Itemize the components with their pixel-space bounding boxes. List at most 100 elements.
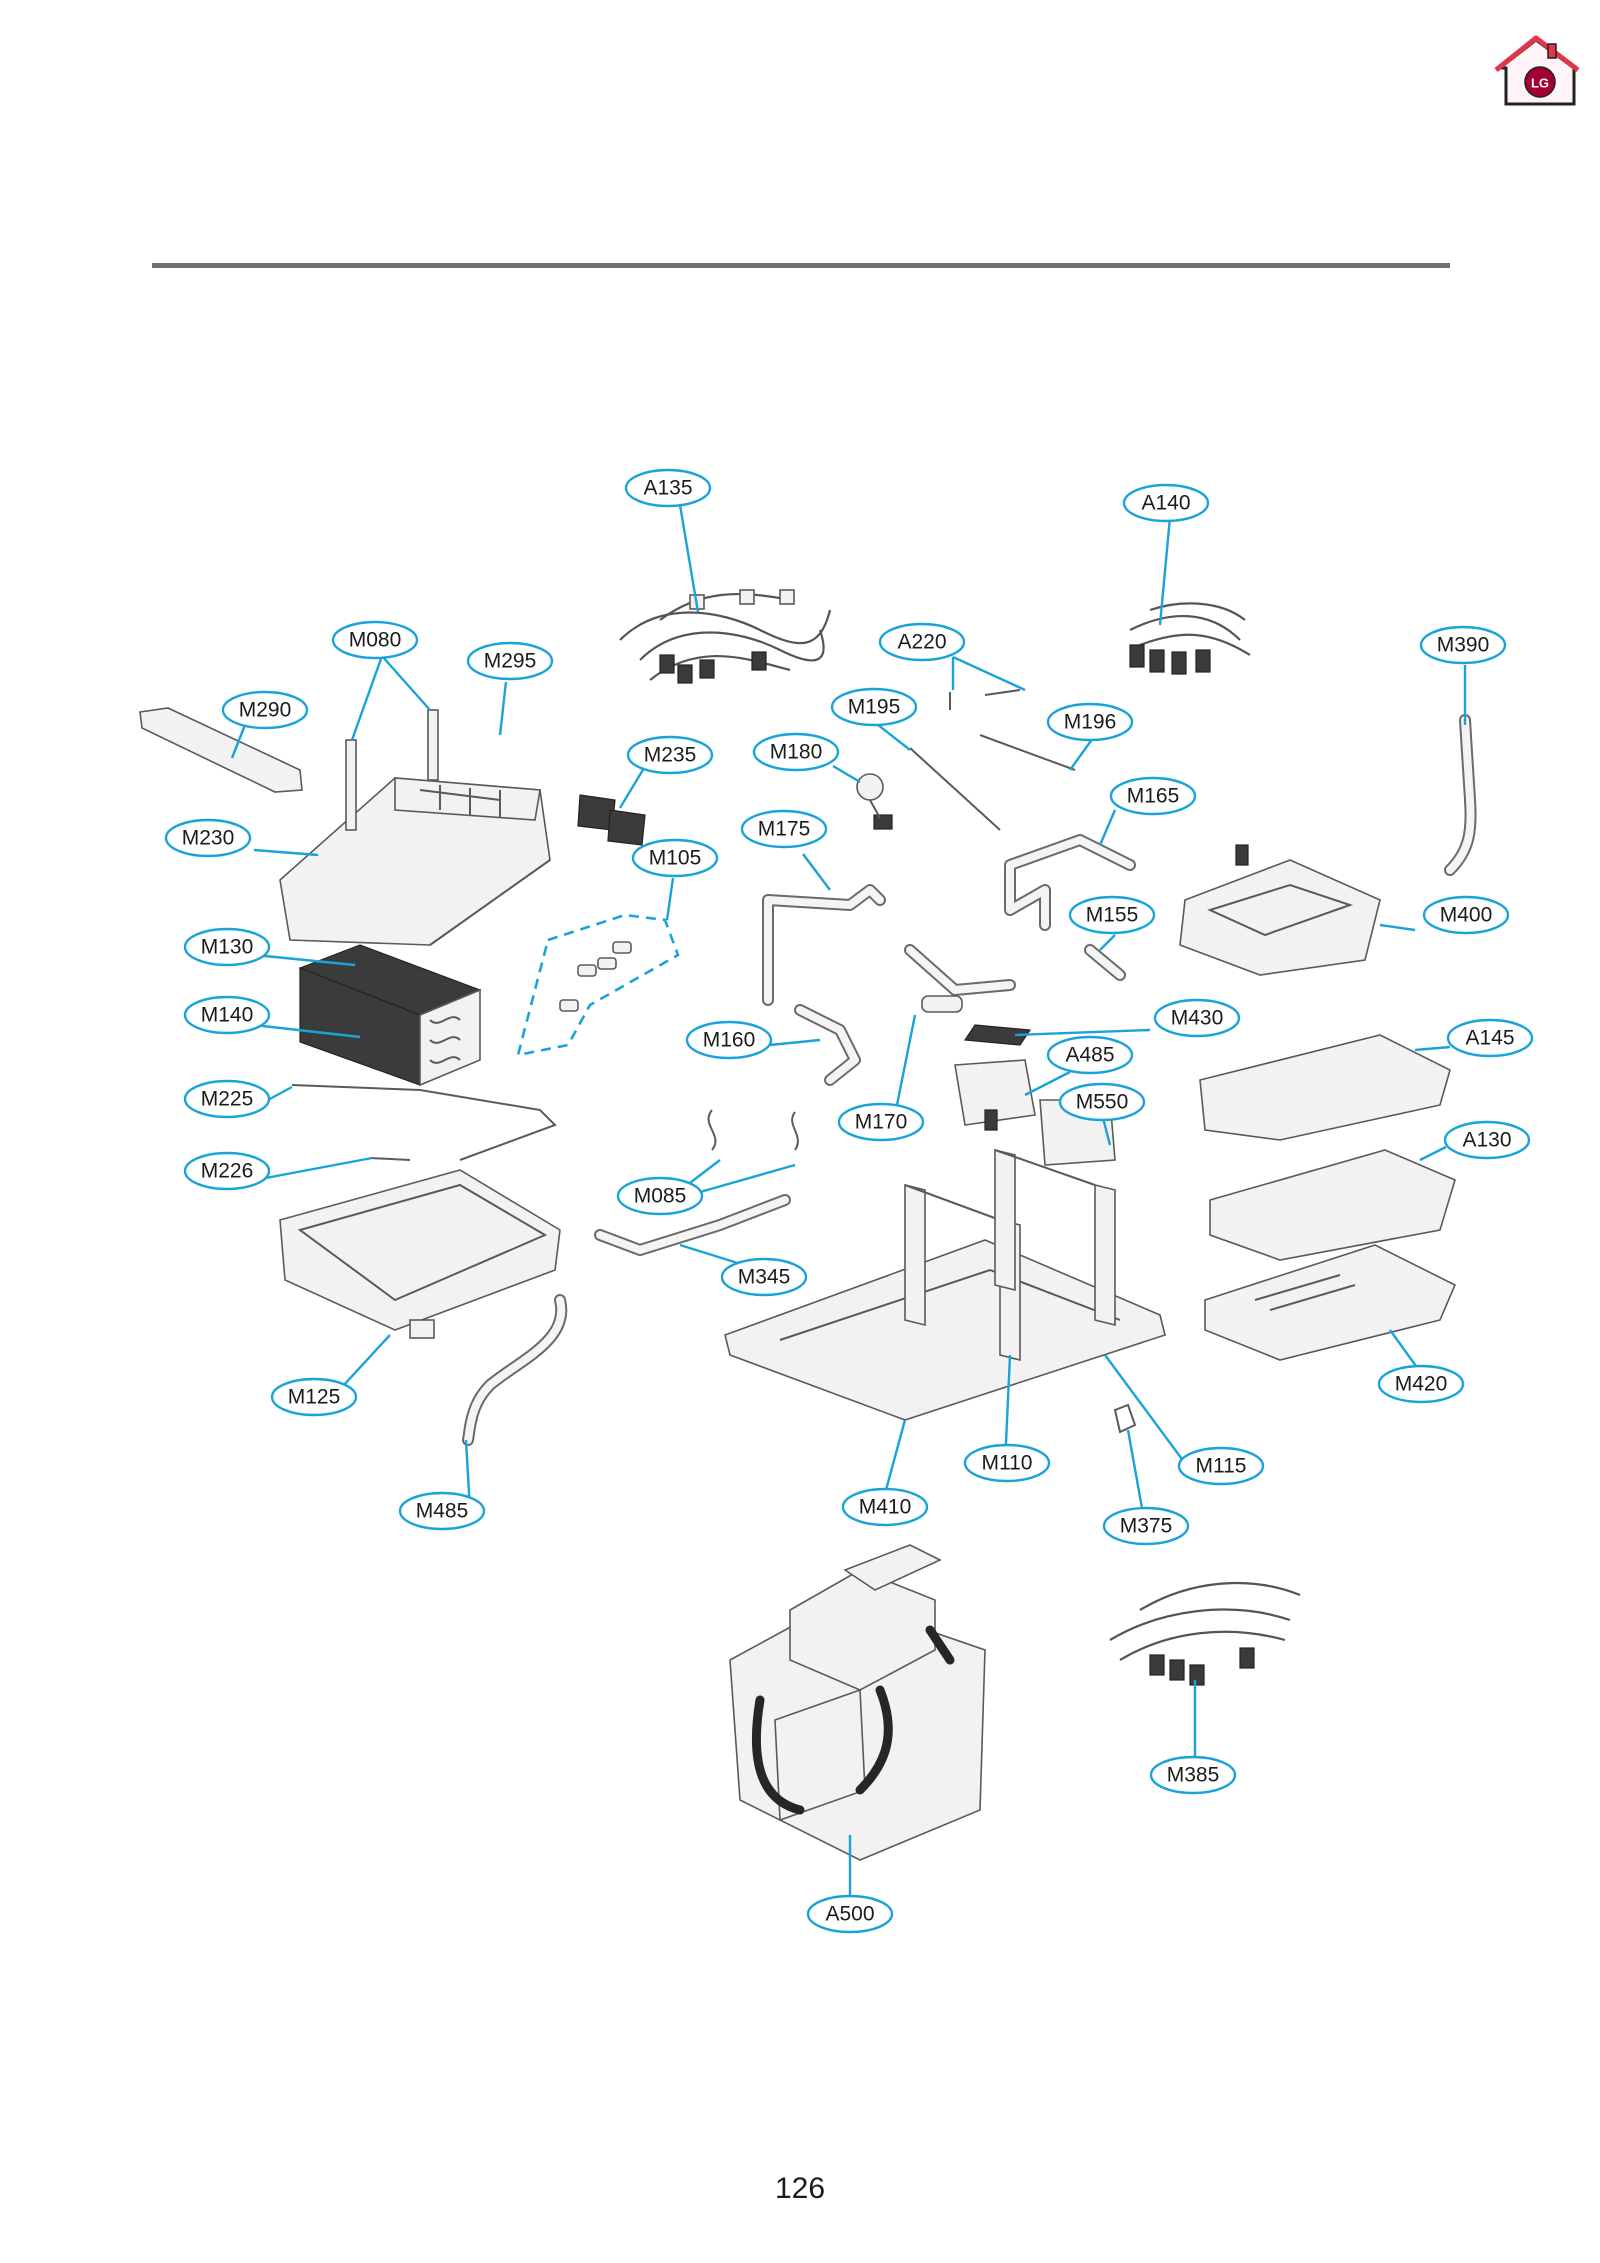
pcb-box-a130 bbox=[1209, 1149, 1456, 1261]
callout-m420: M420 bbox=[1377, 1364, 1465, 1404]
callout-m430: M430 bbox=[1153, 998, 1241, 1038]
frame-post-m115 bbox=[994, 1148, 1116, 1327]
svg-text:M290: M290 bbox=[239, 699, 292, 722]
callout-m290: M290 bbox=[221, 690, 309, 730]
callout-m105: M105 bbox=[631, 838, 719, 878]
callout-m165: M165 bbox=[1109, 776, 1197, 816]
sensor-m195 bbox=[909, 747, 1001, 831]
callout-m125: M125 bbox=[270, 1377, 358, 1417]
svg-text:M430: M430 bbox=[1171, 1007, 1224, 1030]
callout-m345: M345 bbox=[720, 1257, 808, 1297]
callout-m410: M410 bbox=[841, 1487, 929, 1527]
svg-text:A485: A485 bbox=[1065, 1044, 1114, 1067]
svg-text:M400: M400 bbox=[1440, 904, 1493, 927]
callout-m155: M155 bbox=[1068, 895, 1156, 935]
parts-illustration bbox=[139, 589, 1477, 1861]
sensor-m196 bbox=[979, 734, 1076, 771]
cover-a145 bbox=[1199, 1034, 1451, 1141]
svg-text:M385: M385 bbox=[1167, 1764, 1220, 1787]
svg-text:A135: A135 bbox=[643, 477, 692, 500]
tube-m226 bbox=[369, 1157, 411, 1161]
callout-m390: M390 bbox=[1419, 625, 1507, 665]
svg-text:M160: M160 bbox=[703, 1029, 756, 1052]
page-number: 126 bbox=[774, 2172, 826, 2205]
svg-text:M295: M295 bbox=[484, 650, 537, 673]
tube-m225 bbox=[291, 1084, 557, 1161]
svg-text:M130: M130 bbox=[201, 936, 254, 959]
callout-a135: A135 bbox=[624, 468, 712, 508]
wire-harness-m385 bbox=[1109, 1581, 1301, 1686]
svg-text:A140: A140 bbox=[1141, 492, 1190, 515]
callout-m170: M170 bbox=[837, 1102, 925, 1142]
callout-a485: A485 bbox=[1046, 1035, 1134, 1075]
callout-m195: M195 bbox=[830, 687, 918, 727]
pipe-m170 bbox=[904, 944, 1016, 1013]
svg-text:M390: M390 bbox=[1437, 634, 1490, 657]
svg-text:M180: M180 bbox=[770, 741, 823, 764]
callout-m115: M115 bbox=[1177, 1446, 1265, 1486]
hose-m390 bbox=[1444, 714, 1477, 876]
assembly-a500 bbox=[729, 1544, 986, 1861]
pipe-m175 bbox=[762, 884, 886, 1006]
callout-m230: M230 bbox=[164, 818, 252, 858]
sensor-a220 bbox=[949, 689, 1021, 710]
svg-text:M110: M110 bbox=[982, 1452, 1033, 1475]
lg-logo-text: LG bbox=[1531, 76, 1549, 91]
svg-text:A130: A130 bbox=[1462, 1129, 1511, 1152]
callout-m400: M400 bbox=[1422, 895, 1510, 935]
svg-text:M170: M170 bbox=[855, 1111, 908, 1134]
callout-m175: M175 bbox=[740, 809, 828, 849]
valve-m180 bbox=[856, 773, 893, 830]
callout-m160: M160 bbox=[685, 1020, 773, 1060]
callout-m130: M130 bbox=[183, 927, 271, 967]
drain-hose-m485 bbox=[462, 1294, 568, 1446]
svg-text:M155: M155 bbox=[1086, 904, 1139, 927]
base-tray-m420 bbox=[1204, 1244, 1457, 1361]
callout-m085: M085 bbox=[616, 1176, 704, 1216]
home-icon[interactable]: LG bbox=[1494, 35, 1580, 106]
svg-text:M196: M196 bbox=[1064, 711, 1117, 734]
callout-m180: M180 bbox=[752, 732, 840, 772]
callout-m385: M385 bbox=[1149, 1755, 1237, 1795]
clip-m375 bbox=[1113, 1403, 1137, 1434]
base-frame-m410 bbox=[724, 1239, 1166, 1421]
callout-m225: M225 bbox=[183, 1079, 271, 1119]
callout-m235: M235 bbox=[626, 735, 714, 775]
pipe-m160 bbox=[794, 1004, 861, 1086]
svg-text:A145: A145 bbox=[1465, 1027, 1514, 1050]
pipe-m155 bbox=[1084, 944, 1126, 981]
svg-text:M165: M165 bbox=[1127, 785, 1180, 808]
fittings-m105 bbox=[559, 941, 632, 1012]
clips-m085 bbox=[707, 1109, 799, 1151]
pipe-m165 bbox=[1004, 834, 1136, 931]
callout-m375: M375 bbox=[1102, 1506, 1190, 1546]
callout-a220: A220 bbox=[878, 622, 966, 662]
callout-a130: A130 bbox=[1443, 1120, 1531, 1160]
svg-text:M125: M125 bbox=[288, 1386, 341, 1409]
callout-m550: M550 bbox=[1058, 1082, 1146, 1122]
drain-pan-m125 bbox=[279, 1169, 561, 1339]
svg-text:M230: M230 bbox=[182, 827, 235, 850]
svg-text:M550: M550 bbox=[1076, 1091, 1129, 1114]
callout-m110: M110 bbox=[963, 1443, 1051, 1483]
wire-harness-a140 bbox=[1129, 602, 1251, 675]
fittings-group-m105 bbox=[516, 913, 680, 1057]
callout-a500: A500 bbox=[806, 1894, 894, 1934]
callout-a145: A145 bbox=[1446, 1018, 1534, 1058]
svg-text:M345: M345 bbox=[738, 1266, 791, 1289]
svg-text:M085: M085 bbox=[634, 1185, 687, 1208]
control-box-a485 bbox=[954, 1059, 1036, 1131]
svg-text:M225: M225 bbox=[201, 1088, 254, 1111]
callout-m196: M196 bbox=[1046, 702, 1134, 742]
upper-cover-m230 bbox=[279, 709, 551, 946]
svg-text:M410: M410 bbox=[859, 1496, 912, 1519]
hose-m345 bbox=[594, 1194, 791, 1256]
svg-text:M195: M195 bbox=[848, 696, 901, 719]
lg-logo-icon: LG bbox=[1524, 66, 1556, 98]
handle-m290 bbox=[139, 707, 303, 793]
callout-a140: A140 bbox=[1122, 483, 1210, 523]
svg-text:A220: A220 bbox=[897, 631, 946, 654]
plate-m430 bbox=[963, 1024, 1032, 1046]
svg-text:M175: M175 bbox=[758, 818, 811, 841]
